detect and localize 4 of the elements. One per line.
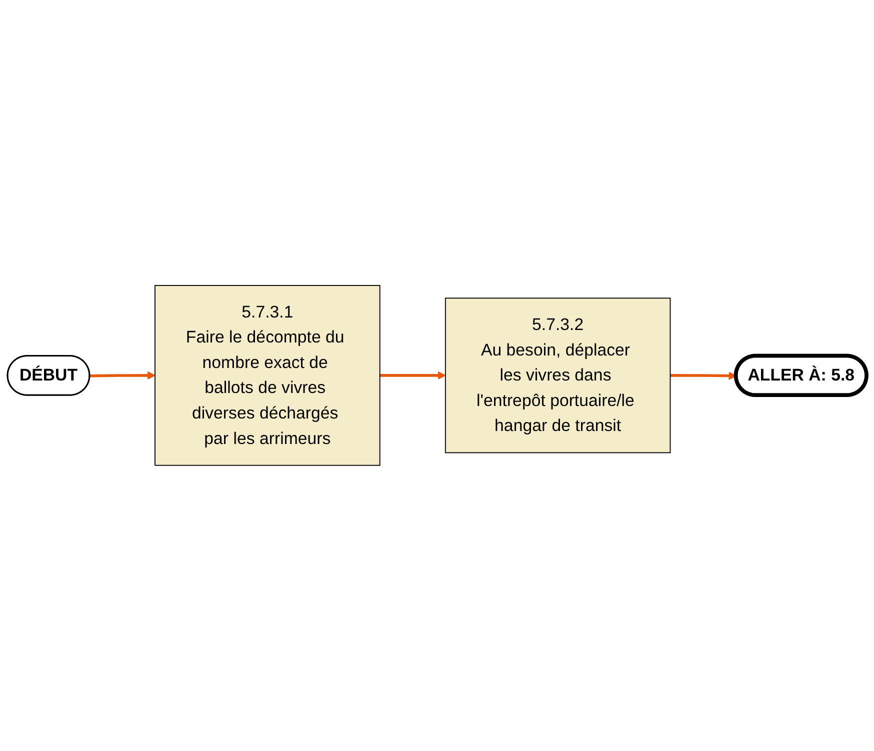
node-box: 5.7.3.2 Au besoin, déplacer les vivres dans l'entrepôt portuaire/le hangar de transit [444, 298, 671, 454]
arrow [90, 371, 156, 380]
arrow [380, 371, 446, 380]
node-box: 5.7.3.1 Faire le décompte du nombre exact de ballots de vivres diverses déchargés par les arrimeurs [154, 285, 380, 466]
